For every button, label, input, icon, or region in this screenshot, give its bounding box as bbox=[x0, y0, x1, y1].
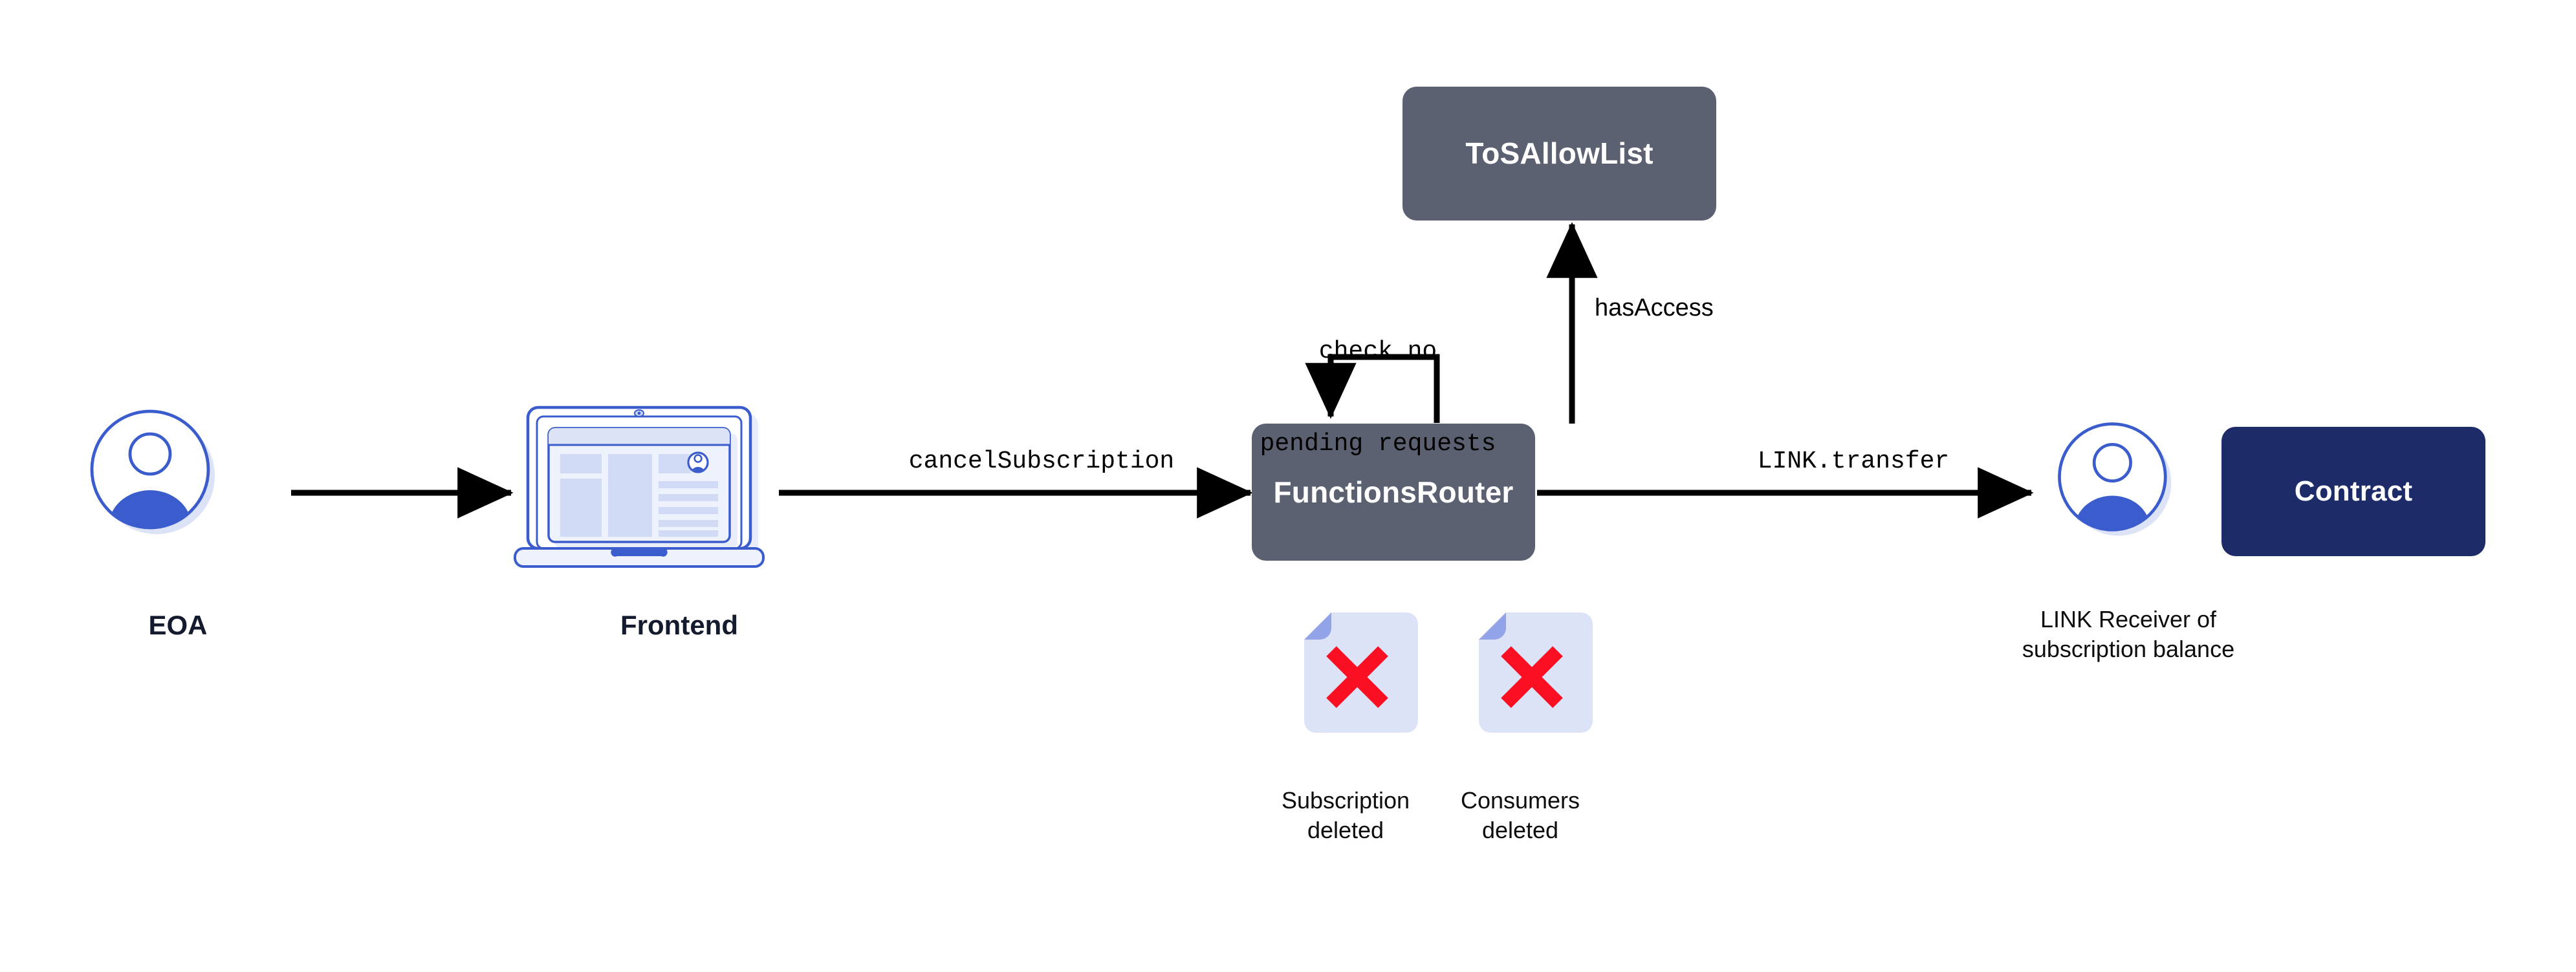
link-receiver-caption: LINK Receiver of subscription balance bbox=[1941, 605, 2316, 664]
link-receiver-avatar bbox=[2056, 420, 2174, 538]
consumers-deleted-line2: deleted bbox=[1481, 817, 1559, 844]
edge-label-link-transfer: LINK.transfer bbox=[1757, 448, 1950, 475]
frontend-label: Frontend bbox=[620, 610, 738, 640]
frontend-laptop bbox=[511, 400, 783, 581]
node-functions-router[interactable]: FunctionsRouter bbox=[1252, 424, 1535, 561]
subscription-deleted-line1: Subscription bbox=[1281, 787, 1410, 814]
subscription-deleted-doc bbox=[1303, 611, 1419, 734]
edge-label-has-access: hasAccess bbox=[1595, 294, 1714, 321]
eoa-avatar bbox=[88, 407, 217, 537]
consumers-deleted-caption: Consumers deleted bbox=[1423, 786, 1617, 845]
document-x-icon bbox=[1479, 612, 1593, 733]
eoa-label: EOA bbox=[148, 610, 208, 640]
edge-label-cancel-subscription: cancelSubscription bbox=[908, 448, 1175, 475]
node-tos-allowlist[interactable]: ToSAllowList bbox=[1403, 87, 1716, 221]
link-receiver-caption-line2: subscription balance bbox=[2022, 636, 2235, 663]
link-receiver-caption-line1: LINK Receiver of bbox=[2040, 606, 2217, 632]
check-pending-line1: check no bbox=[1318, 338, 1437, 365]
subscription-deleted-caption: Subscription deleted bbox=[1249, 786, 1443, 845]
document-x-icon bbox=[1304, 612, 1418, 733]
person-avatar-icon bbox=[2058, 422, 2172, 536]
tos-allowlist-label: ToSAllowList bbox=[1465, 136, 1654, 171]
edge-label-check-pending-requests: check no pending requests bbox=[1216, 275, 1540, 521]
consumers-deleted-line1: Consumers bbox=[1460, 787, 1580, 814]
consumers-deleted-doc bbox=[1478, 611, 1594, 734]
check-pending-line2: pending requests bbox=[1260, 429, 1496, 458]
functions-router-label: FunctionsRouter bbox=[1273, 475, 1514, 509]
person-avatar-icon bbox=[90, 409, 215, 534]
node-contract[interactable]: Contract bbox=[2221, 427, 2485, 556]
laptop-icon bbox=[514, 405, 765, 568]
edge-router-self-loop bbox=[1305, 354, 1440, 423]
subscription-deleted-line2: deleted bbox=[1307, 817, 1384, 844]
contract-label: Contract bbox=[2294, 475, 2413, 507]
